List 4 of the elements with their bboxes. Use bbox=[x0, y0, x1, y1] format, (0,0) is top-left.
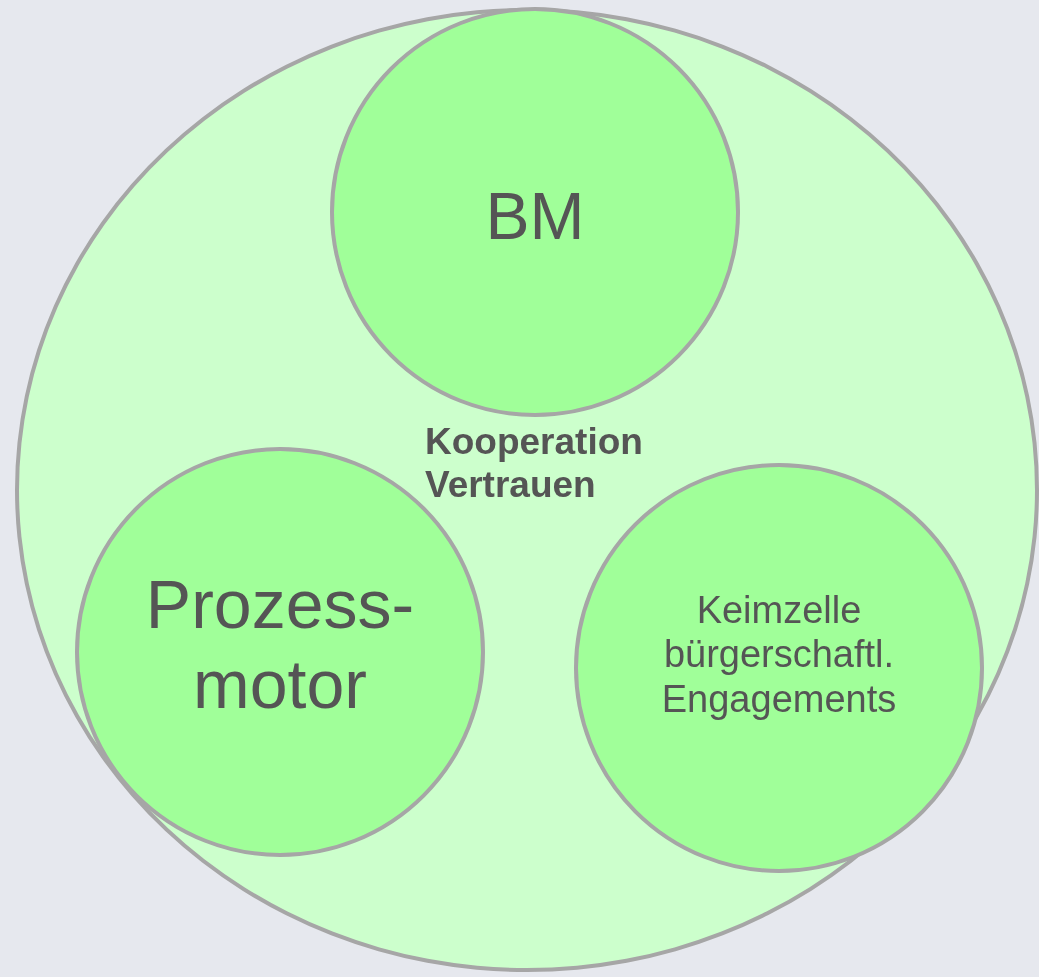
node-label: Kooperation Vertrauen bbox=[425, 420, 644, 507]
node-label: Prozess- motor bbox=[144, 565, 416, 724]
node-label: BM bbox=[484, 178, 586, 255]
node-label: Keimzelle bürgerschaftl. Engagements bbox=[660, 588, 898, 722]
